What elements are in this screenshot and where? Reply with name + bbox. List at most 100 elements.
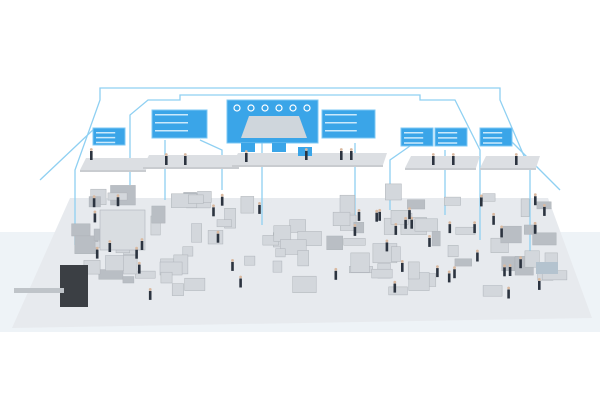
- worker-head: [89, 148, 93, 151]
- worker-head: [135, 246, 139, 250]
- worker-figure: [92, 198, 96, 208]
- machine-station: [273, 225, 292, 242]
- worker-figure: [357, 211, 361, 221]
- machine-station: [171, 283, 184, 296]
- worker-figure: [334, 270, 338, 280]
- worker-head: [212, 204, 215, 208]
- worker-head: [428, 235, 431, 238]
- worker-head: [220, 193, 224, 197]
- worker-head: [436, 265, 439, 268]
- worker-head: [339, 148, 343, 151]
- machine-station: [407, 199, 426, 210]
- upper-platform: [143, 155, 243, 167]
- worker-head: [448, 221, 452, 225]
- worker-head: [508, 264, 512, 267]
- workers: [89, 148, 546, 300]
- worker-head: [137, 261, 141, 265]
- worker-figure: [165, 156, 168, 165]
- machine-station: [332, 211, 351, 226]
- screen-data-row: [404, 142, 424, 144]
- worker-head: [375, 209, 379, 213]
- gauge-icon: [303, 104, 311, 112]
- machine-station: [326, 235, 343, 250]
- machine-station: [500, 225, 522, 244]
- worker-figure: [239, 278, 242, 288]
- machine-station: [482, 285, 503, 297]
- worker-head: [148, 288, 152, 291]
- upper-platforms: [80, 153, 540, 172]
- machine-station: [191, 223, 202, 243]
- worker-head: [304, 148, 308, 151]
- worker-head: [410, 216, 414, 220]
- worker-figure: [538, 280, 541, 290]
- worker-head: [408, 207, 411, 211]
- worker-head: [514, 153, 518, 156]
- worker-figure: [258, 204, 261, 214]
- gauge-icon: [261, 104, 269, 112]
- worker-head: [216, 230, 220, 234]
- worker-head: [400, 260, 404, 263]
- machine-station: [455, 226, 476, 235]
- machine-station: [454, 258, 472, 267]
- worker-head: [453, 266, 456, 270]
- worker-figure: [216, 233, 220, 243]
- worker-figure: [350, 151, 353, 160]
- screen-data-row: [404, 132, 424, 134]
- screen-data-row: [155, 122, 188, 124]
- worker-head: [93, 210, 97, 214]
- worker-head: [244, 150, 248, 153]
- worker-figure: [385, 242, 389, 252]
- worker-figure: [394, 225, 398, 235]
- worker-head: [378, 208, 382, 212]
- platform-edge: [80, 170, 146, 172]
- worker-figure: [375, 212, 378, 222]
- upper-platform: [480, 156, 540, 168]
- worker-figure: [305, 151, 308, 160]
- worker-figure: [231, 261, 234, 271]
- machine-station: [123, 255, 138, 275]
- screen-data-row: [96, 132, 116, 134]
- worker-head: [500, 225, 503, 229]
- worker-head: [258, 202, 261, 205]
- worker-head: [476, 249, 479, 253]
- machine-station: [339, 194, 356, 215]
- screen-data-row: [325, 130, 357, 132]
- worker-figure: [519, 259, 522, 269]
- screen-data-row: [438, 132, 458, 134]
- machine-station: [391, 246, 401, 262]
- worker-head: [231, 259, 234, 262]
- gauge-icon: [233, 104, 241, 112]
- screen-data-row: [325, 114, 357, 116]
- machine-station: [224, 208, 236, 229]
- platform-edge: [330, 165, 376, 167]
- gauge-icon: [275, 104, 283, 112]
- worker-figure: [90, 151, 93, 160]
- worker-head: [353, 224, 357, 227]
- worker-figure: [447, 273, 451, 283]
- machine-station: [350, 252, 370, 273]
- machine-station: [532, 232, 557, 246]
- machine-station: [343, 238, 366, 246]
- machine-station: [240, 196, 255, 214]
- worker-figure: [473, 224, 476, 234]
- upper-platform: [80, 158, 150, 170]
- worker-head: [92, 195, 96, 199]
- worker-figure: [543, 206, 546, 216]
- worker-figure: [404, 219, 407, 229]
- worker-figure: [503, 267, 506, 277]
- worker-head: [479, 194, 483, 198]
- worker-head: [393, 280, 397, 284]
- worker-head: [404, 216, 407, 220]
- network-line: [199, 139, 223, 190]
- worker-figure: [212, 207, 215, 217]
- machine-station: [122, 276, 135, 284]
- machine-station: [414, 218, 438, 232]
- upper-platform: [405, 156, 480, 168]
- upper-platform: [330, 153, 380, 165]
- worker-head: [447, 270, 451, 274]
- worker-figure: [184, 156, 187, 165]
- machine-station: [520, 198, 530, 217]
- worker-figure: [408, 210, 411, 220]
- machine-station: [297, 250, 309, 267]
